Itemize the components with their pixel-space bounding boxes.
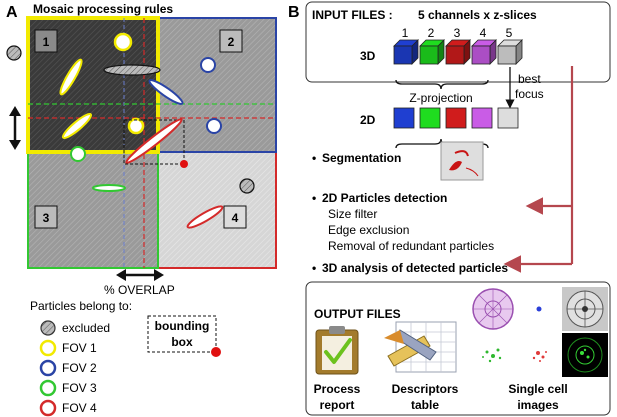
channel-number-3: 3 (454, 26, 461, 40)
bounding-box-legend: bounding box (147, 315, 221, 357)
horizontal-overlap-arrow (116, 269, 164, 281)
label-2d: 2D (360, 113, 376, 127)
overlap-label: % OVERLAP (104, 283, 175, 297)
particle-fov4 (186, 205, 224, 229)
channel-number-1: 1 (402, 26, 409, 40)
particle-fov2 (200, 57, 216, 73)
fov4-number: 4 (232, 211, 239, 225)
channel-image-2d-1 (393, 107, 415, 129)
process-report-icon (315, 326, 359, 375)
descriptors-table-line1: Descriptors (392, 382, 459, 396)
best-focus-line1: best (518, 72, 541, 86)
channel-image-2d-2 (419, 107, 441, 129)
particle-fov4 (125, 118, 183, 164)
panel-a-title: Mosaic processing rules (33, 2, 173, 16)
channel-cube-3: 3 (445, 26, 471, 65)
legend-title: Particles belong to: (30, 299, 132, 313)
particle-fov1 (113, 32, 133, 52)
single-cell-images (470, 287, 608, 377)
descriptors-table-line2: table (411, 398, 439, 412)
channel-cube-2: 2 (419, 26, 445, 65)
panel-b-letter: B (288, 4, 300, 21)
panel-a-letter: A (6, 4, 18, 21)
best-focus-line2: focus (515, 87, 544, 101)
detection-step-size: Size filter (328, 207, 377, 221)
single-cell-line2: images (517, 398, 559, 412)
process-report-line1: Process (314, 382, 361, 396)
descriptors-table-icon (384, 321, 457, 373)
analysis-bullet: • (312, 261, 316, 275)
particle-excluded (239, 178, 255, 194)
legend-swatch-fov4 (39, 399, 57, 417)
legend-swatch-fov3 (39, 379, 57, 397)
legend-label-fov1: FOV 1 (62, 341, 97, 355)
input-files-desc: 5 channels x z-slices (418, 8, 537, 22)
detection-step-edge: Edge exclusion (328, 223, 409, 237)
output-files-title: OUTPUT FILES (314, 307, 401, 321)
legend-label-fov2: FOV 2 (62, 361, 97, 375)
segmentation-label: Segmentation (322, 151, 401, 165)
particle-fov3 (70, 146, 86, 162)
analysis-label: 3D analysis of detected particles (322, 261, 508, 275)
mosaic-grid (26, 16, 277, 269)
input-files-title: INPUT FILES : (312, 8, 393, 22)
channel-image-2d-4 (471, 107, 493, 129)
legend-swatch-excluded (40, 320, 56, 336)
particle-excluded (6, 45, 22, 61)
fov1-number: 1 (43, 35, 50, 49)
channel-cube-5: 5 (497, 26, 523, 65)
detection-bullet: • (312, 191, 316, 205)
channel-number-2: 2 (428, 26, 435, 40)
flow-arrows (503, 66, 574, 273)
single-cell-line1: Single cell (508, 382, 567, 396)
particle-excluded (103, 64, 161, 76)
bounding-box-example (123, 119, 185, 165)
particle-fov1 (127, 117, 145, 135)
fov2-number: 2 (228, 35, 235, 49)
detection-step-redundant: Removal of redundant particles (328, 239, 494, 253)
legend: excluded FOV 1 FOV 2 FOV 3 FOV 4 (39, 320, 110, 417)
fov3-number: 3 (43, 211, 50, 225)
channel-number-4: 4 (480, 26, 487, 40)
legend-label-excluded: excluded (62, 321, 110, 335)
segmentation-bullet: • (312, 151, 316, 165)
z-projection-label: Z-projection (409, 91, 472, 105)
detection-title: 2D Particles detection (322, 191, 447, 205)
channel-image-2d-5 (497, 107, 519, 129)
particle-fov3 (92, 184, 126, 192)
particle-fov2 (148, 79, 184, 105)
channel-number-5: 5 (506, 26, 513, 40)
segmentation-thumbnail (440, 141, 484, 181)
channel-cube-4: 4 (471, 26, 497, 65)
bounding-box-label-line2: box (171, 335, 193, 349)
legend-swatch-fov1 (39, 339, 57, 357)
label-3d: 3D (360, 49, 376, 63)
particle-fov1 (61, 113, 93, 139)
process-report-line2: report (320, 398, 355, 412)
channel-cube-1: 1 (393, 26, 419, 65)
particle-fov2 (206, 118, 222, 134)
vertical-overlap-arrow (9, 106, 21, 150)
particles (6, 32, 255, 229)
bounding-box-label-line1: bounding (155, 319, 210, 333)
channel-images-2d (393, 107, 519, 129)
legend-swatch-fov2 (39, 359, 57, 377)
z-projection-brace (395, 79, 489, 149)
channel-stacks-3d: 1 2 3 4 5 (393, 26, 523, 65)
legend-label-fov4: FOV 4 (62, 401, 97, 415)
channel-image-2d-3 (445, 107, 467, 129)
fov-number-boxes: 1 2 3 4 (34, 29, 247, 229)
legend-label-fov3: FOV 3 (62, 381, 97, 395)
particle-fov1 (59, 58, 83, 96)
